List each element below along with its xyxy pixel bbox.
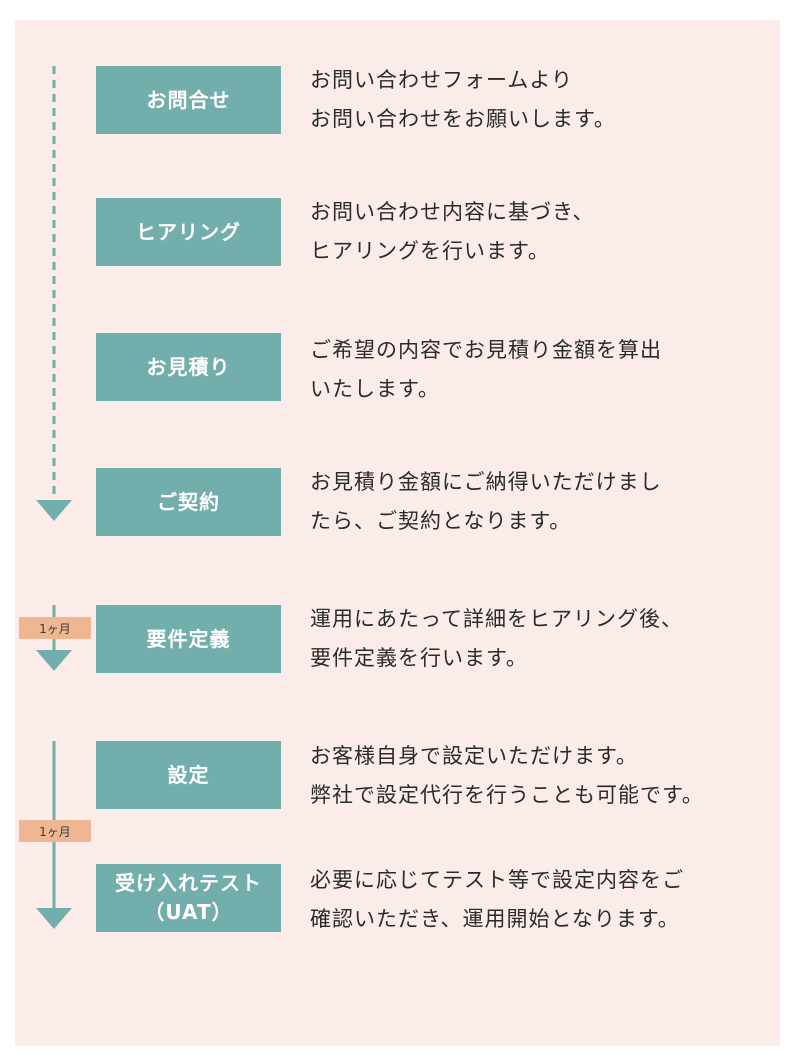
description-line: 必要に応じてテスト等で設定内容をご: [310, 868, 684, 892]
description-line: 確認いただき、運用開始となります。: [310, 907, 680, 931]
description-line: ご希望の内容でお見積り金額を算出: [310, 338, 662, 362]
description-line: たら、ご契約となります。: [310, 509, 572, 533]
step-box-hearing: ヒアリング: [96, 198, 281, 266]
step-description-inquiry: お問い合わせフォームより お問い合わせをお願いします。: [310, 61, 775, 139]
description-line: 要件定義を行います。: [310, 646, 528, 670]
step-description-contract: お見積り金額にご納得いただけまし たら、ご契約となります。: [310, 463, 775, 541]
arrowhead-down-icon: [36, 650, 72, 671]
duration-badge-requirements: 1ヶ月: [19, 617, 91, 639]
description-line: お問い合わせをお願いします。: [310, 107, 616, 131]
step-label: お問合せ: [146, 87, 231, 112]
step-description-estimate: ご希望の内容でお見積り金額を算出 いたします。: [310, 331, 775, 409]
arrowhead-down-icon: [36, 500, 72, 521]
step-box-setup: 設定: [96, 741, 281, 809]
step-description-setup: お客様自身で設定いただけます。 弊社で設定代行を行うことも可能です。: [310, 737, 775, 815]
step-description-acceptance-test: 必要に応じてテスト等で設定内容をご 確認いただき、運用開始となります。: [310, 861, 775, 939]
step-box-contract: ご契約: [96, 468, 281, 536]
step-box-inquiry: お問合せ: [96, 66, 281, 134]
step-description-hearing: お問い合わせ内容に基づき、 ヒアリングを行います。: [310, 193, 775, 271]
step-label: 要件定義: [146, 626, 231, 651]
step-label: ご契約: [157, 489, 220, 514]
description-line: 弊社で設定代行を行うことも可能です。: [310, 783, 704, 807]
description-line: お見積り金額にご納得いただけまし: [310, 470, 662, 494]
description-line: お客様自身で設定いただけます。: [310, 744, 638, 768]
step-label: お見積り: [146, 354, 231, 379]
step-box-acceptance-test: 受け入れテスト （UAT）: [96, 864, 281, 932]
description-line: 運用にあたって詳細をヒアリング後、: [310, 607, 683, 631]
duration-badge-setup: 1ヶ月: [19, 820, 91, 842]
step-box-requirements: 要件定義: [96, 605, 281, 673]
description-line: ヒアリングを行います。: [310, 239, 550, 263]
step-label-sub: （UAT）: [144, 900, 233, 924]
description-line: お問い合わせ内容に基づき、: [310, 200, 595, 224]
description-line: お問い合わせフォームより: [310, 68, 573, 92]
arrowhead-down-icon: [36, 908, 72, 929]
step-label: 受け入れテスト: [115, 871, 262, 895]
step-box-estimate: お見積り: [96, 333, 281, 401]
description-line: いたします。: [310, 377, 440, 401]
step-label: ヒアリング: [136, 219, 241, 244]
step-label: 設定: [167, 762, 210, 787]
step-description-requirements: 運用にあたって詳細をヒアリング後、 要件定義を行います。: [310, 600, 775, 678]
